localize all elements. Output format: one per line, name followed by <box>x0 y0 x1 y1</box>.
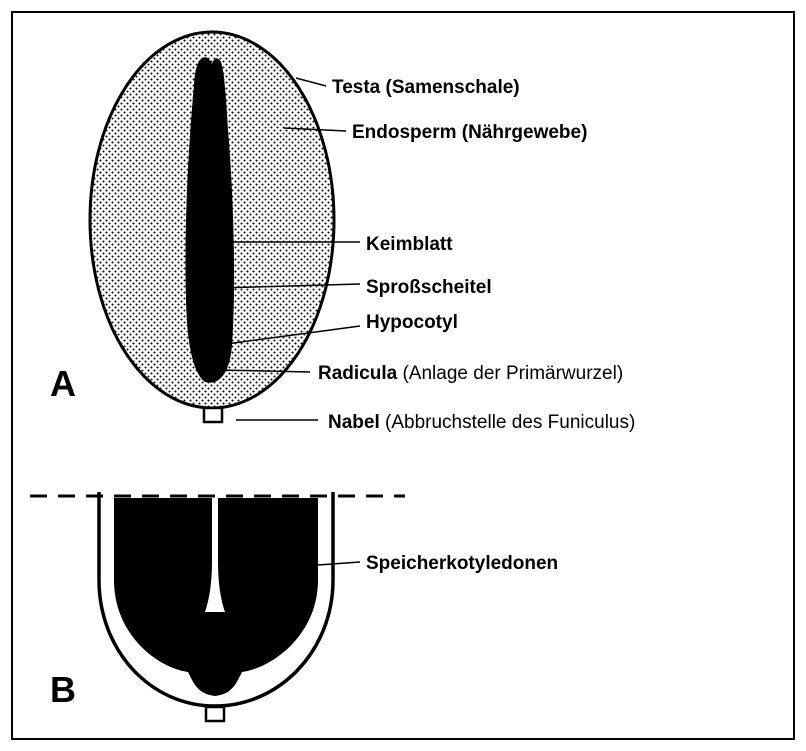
label-nabel: Nabel (Abbruchstelle des Funiculus) <box>328 412 635 433</box>
nabel-b <box>206 707 224 721</box>
panel-b: Speicherkotyledonen B <box>30 492 558 721</box>
panel-b-letter: B <box>50 669 76 710</box>
label-nabel-term: Nabel <box>328 412 380 433</box>
label-radicula: Radicula (Anlage der Primärwurzel) <box>318 363 623 384</box>
label-nabel-note: (Abbruchstelle des Funiculus) <box>380 412 636 433</box>
label-testa: Testa (Samenschale) <box>332 77 520 98</box>
label-radicula-term: Radicula <box>318 363 398 384</box>
panel-a: Testa (Samenschale) Endosperm (Nährgeweb… <box>50 32 635 433</box>
label-speicherkotyledonen: Speicherkotyledonen <box>366 553 558 574</box>
panel-a-letter: A <box>50 363 76 404</box>
speicherkotyledonen-leader <box>318 562 360 565</box>
label-sprossscheitel: Sproßscheitel <box>366 277 492 298</box>
nabel <box>204 408 222 422</box>
label-endosperm: Endosperm (Nährgewebe) <box>352 122 587 143</box>
label-keimblatt: Keimblatt <box>366 234 453 255</box>
testa-leader <box>296 78 326 86</box>
label-hypocotyl: Hypocotyl <box>366 312 458 333</box>
label-radicula-note: (Anlage der Primärwurzel) <box>397 363 623 384</box>
